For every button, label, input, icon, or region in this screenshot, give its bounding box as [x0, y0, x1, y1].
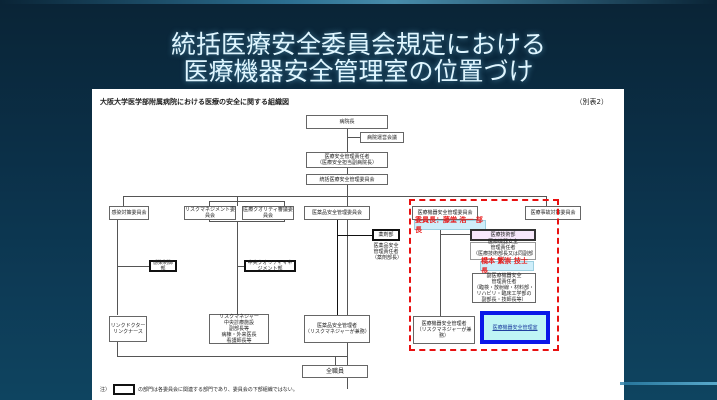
risk-manager-line: 中央診療施設: [223, 320, 254, 326]
device-officer-line: 管理責任者: [490, 245, 516, 251]
risk-manager-line: リスクマネジャー: [219, 314, 259, 320]
pharmacy-sub-line: 医薬品安全: [373, 243, 399, 249]
slide-title-line2: 医療機器安全管理室の位置づけ: [183, 57, 534, 86]
connector: [123, 196, 124, 206]
infection-dept-connector: [117, 266, 149, 267]
committee-chair-label: 委員長：藤堂 浩一 部長: [414, 216, 486, 234]
vice-officer-line: （臨検・放射線・材料部・: [473, 285, 534, 291]
risk-manager-box: リスクマネジャー 中央診療施設 副部長等 病棟・外来医長 看護師長等: [209, 314, 269, 344]
org-chart-sheet: 大阪大学医学部附属病院における医療の安全に関する組織図 （別表2） 病院長 病院…: [92, 89, 624, 400]
risk-manager-line: 看護師長等: [226, 338, 252, 344]
all-staff-connector: [335, 356, 336, 365]
infection-committee-box: 感染対策委員会: [109, 206, 149, 220]
pharmacy-sub-label: 医薬品安全 管理責任者 （薬剤部長）: [372, 243, 403, 261]
drug-manager-role: （リスクマネジャーが兼務）: [305, 329, 370, 335]
risk-qi-top: [209, 201, 284, 202]
main-vertical-line: [347, 121, 348, 389]
connector: [284, 201, 285, 206]
sheet-title: 大阪大学医学部附属病院における医療の安全に関する組織図: [100, 98, 289, 106]
device-safety-officer-box: 医療機器安全 管理責任者 （医療技術部長又は同副部長）: [470, 239, 536, 263]
general-safety-committee-box: 統括医療安全管理委員会: [306, 174, 388, 185]
drug-safety-manager-box: 医薬品安全管理者 （リスクマネジャーが兼務）: [304, 315, 370, 343]
connector: [117, 269, 118, 270]
slide-title-line1: 統括医療安全委員会規定における: [170, 30, 546, 59]
top-glow-decoration: [0, 0, 717, 4]
footnote-text: の部門は各委員会に関連する部門であり、委員会の下部組織ではない。: [138, 387, 298, 393]
device-safety-manager-box: 医療機器安全管理者 （リスクマネジャーが兼務）: [413, 316, 475, 344]
risk-qi-bottom: [209, 221, 284, 222]
link-staff-box: リンクドクター リンクナース: [109, 316, 147, 342]
drug-manager-title: 医薬品安全管理者: [316, 323, 357, 329]
bottom-glow-decoration: [620, 382, 717, 385]
vice-device-officer-box: 副医療機器安全 管理責任者 （臨検・放射線・材料部・ リハビリ・臨床工学部の 副…: [472, 273, 536, 303]
pharmacy-sub-line: 管理責任者: [373, 249, 399, 255]
management-meeting-box: 病院運営会議: [360, 132, 404, 143]
device-safety-office-box[interactable]: 医療機器安全管理室: [480, 311, 550, 344]
tech-connector: [440, 234, 470, 235]
footnote: 注） の部門は各委員会に関連する部門であり、委員会の下部組織ではない。: [100, 384, 298, 395]
device-vertical: [440, 217, 441, 325]
device-officer-line: （医療技術部長又は同副部長）: [472, 251, 533, 263]
vice-officer-line: リハビリ・臨床工学部の: [476, 291, 532, 297]
safety-officer-title: 医療安全管理責任者: [324, 154, 370, 160]
link-doctor-label: リンクドクター: [110, 323, 146, 329]
accident-committee-box: 医療事故対策委員会: [525, 206, 581, 220]
device-manager-role: （リスクマネジャーが兼務）: [416, 327, 472, 339]
infection-control-dept-box: 感染制御部: [149, 260, 177, 272]
drug-vertical: [337, 217, 338, 315]
risk-vertical: [237, 221, 238, 314]
vice-officer-line: 副医療機器安全: [486, 273, 522, 279]
device-safety-committee-box: 医療機器安全管理委員会: [412, 206, 478, 220]
drug-safety-committee-box: 医薬品安全管理委員会: [304, 206, 370, 220]
committee-bus-line: [123, 196, 546, 197]
bottom-bus-line: [117, 356, 347, 357]
footnote-legend-box: [113, 384, 136, 395]
risk-manager-line: 副部長等: [228, 326, 249, 332]
pharmacy-sub-line: （薬剤部長）: [372, 255, 403, 261]
all-staff-box: 全職員: [302, 365, 368, 378]
qi-committee-box: 医療クオリティ審議委員会: [242, 206, 294, 220]
safety-officer-box: 医療安全管理責任者 （医療安全担当副病院長）: [306, 152, 388, 168]
pharmacy-connector: [337, 235, 372, 236]
connector: [546, 196, 547, 206]
device-safety-highlight-frame: [409, 199, 559, 351]
officer-name-label: 橋本 繁崇 技士長: [480, 257, 534, 275]
quality-management-dept-box: 中央クオリティマネジメント部: [244, 260, 296, 272]
connector: [117, 341, 118, 356]
risk-manager-line: 病棟・外来医長: [221, 332, 257, 338]
device-officer-line: 医療機器安全: [487, 239, 518, 245]
connector: [209, 201, 210, 206]
sheet-reference: （別表2）: [575, 98, 608, 106]
pharmacy-dept-box: 薬剤部: [372, 229, 400, 241]
medical-technology-dept-box: 医療技術部: [470, 229, 536, 241]
footnote-prefix: 注）: [100, 387, 111, 393]
infection-vertical: [117, 215, 118, 315]
link-nurse-label: リンクナース: [113, 329, 143, 335]
safety-officer-role: （医療安全担当副病院長）: [316, 160, 377, 166]
risk-committee-box: リスクマネジメント委員会: [184, 206, 236, 220]
vice-officer-line: 管理責任者: [491, 279, 517, 285]
device-manager-title: 医療機器安全管理者: [421, 321, 467, 327]
vice-officer-line: 副部長・技師長等）: [481, 297, 527, 303]
hospital-director-box: 病院長: [306, 115, 388, 129]
